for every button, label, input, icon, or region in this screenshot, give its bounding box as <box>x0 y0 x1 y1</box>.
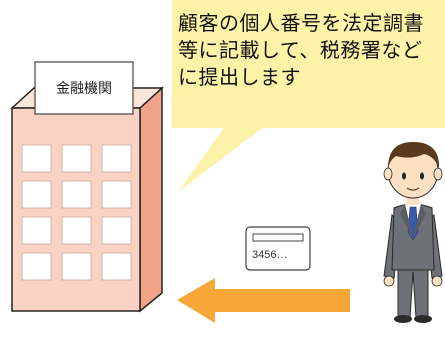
businessman-icon <box>383 142 443 323</box>
window <box>101 252 132 281</box>
window <box>21 144 52 173</box>
person-mouth <box>406 187 420 191</box>
card-number: 3456… <box>252 249 288 261</box>
person-eye <box>420 172 424 180</box>
window <box>101 216 132 245</box>
window <box>61 180 92 209</box>
office-building-icon <box>10 61 164 313</box>
window <box>61 216 92 245</box>
arrow-left-icon <box>177 278 350 323</box>
person-hair <box>388 142 440 168</box>
institution-label: 金融機関 <box>56 81 112 97</box>
building-side <box>139 86 163 313</box>
window <box>21 180 52 209</box>
person-ear <box>433 167 443 181</box>
id-card-icon <box>245 226 311 271</box>
person-hand <box>383 275 395 287</box>
building-windows <box>21 144 132 281</box>
building-front <box>11 107 141 312</box>
building-sign <box>34 61 134 115</box>
person-lapel <box>413 204 426 238</box>
person-shoe <box>394 315 412 323</box>
speech-bubble-text: 顧客の個人番号を法定調書等に記載して、税務署などに提出します <box>178 11 424 89</box>
person-eye <box>402 172 406 180</box>
window <box>61 144 92 173</box>
window <box>21 252 52 281</box>
person-hand <box>431 275 443 287</box>
window <box>21 216 52 245</box>
speech-bubble-shape <box>172 0 445 192</box>
window <box>101 144 132 173</box>
window <box>101 180 132 209</box>
person-lapel <box>400 204 413 238</box>
person-ear <box>383 167 393 181</box>
window <box>61 252 92 281</box>
person-shoe <box>414 315 432 323</box>
speech-bubble <box>172 0 445 192</box>
card-stripe <box>252 233 304 242</box>
